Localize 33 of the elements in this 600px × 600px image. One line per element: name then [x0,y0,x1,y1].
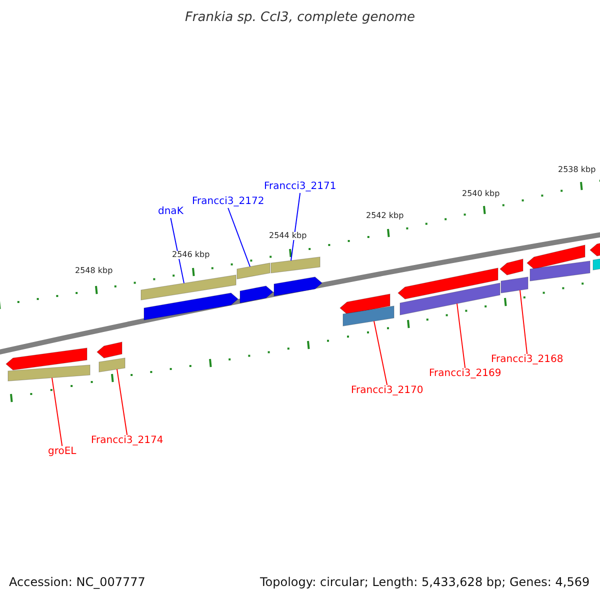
leader-line [290,192,301,262]
gene-label: Francci3_2170 [351,386,424,396]
scale-label: 2540 kbp [462,190,500,198]
scale-label: 2544 kbp [269,232,307,240]
gene-feature [500,258,528,294]
gene-label: Francci3_2172 [192,197,264,207]
gene-label: Francci3_2174 [91,436,164,446]
leader-line [520,290,528,354]
scale-label: 2542 kbp [366,212,404,220]
scale-label: 2546 kbp [172,251,210,259]
scale-label: 2538 kbp [558,166,596,174]
leader-line [374,320,388,386]
accession-text: Accession: NC_007777 [9,576,146,588]
gene-feature [6,348,90,382]
gene-label: Francci3_2168 [491,355,564,365]
genome-info-text: Topology: circular; Length: 5,433,628 bp; Genes: 4,569 [260,576,590,588]
scale-label: 2548 kbp [75,267,113,275]
gene-feature [236,262,274,304]
gene-feature [140,274,238,320]
gene-label: groEL [48,447,76,457]
leader-line [52,377,63,446]
leader-line [228,208,250,268]
gene-label: Francci3_2169 [429,369,502,379]
gene-label: dnaK [158,207,184,217]
map-title: Frankia sp. CcI3, complete genome [184,11,416,24]
gene-feature [96,342,126,372]
gene-feature [340,294,394,326]
gene-feature [270,256,322,296]
leader-line [170,218,184,284]
gene-feature [398,268,500,316]
gene-label: Francci3_2171 [264,182,336,192]
leader-line [456,303,466,368]
leader-line [116,368,128,436]
